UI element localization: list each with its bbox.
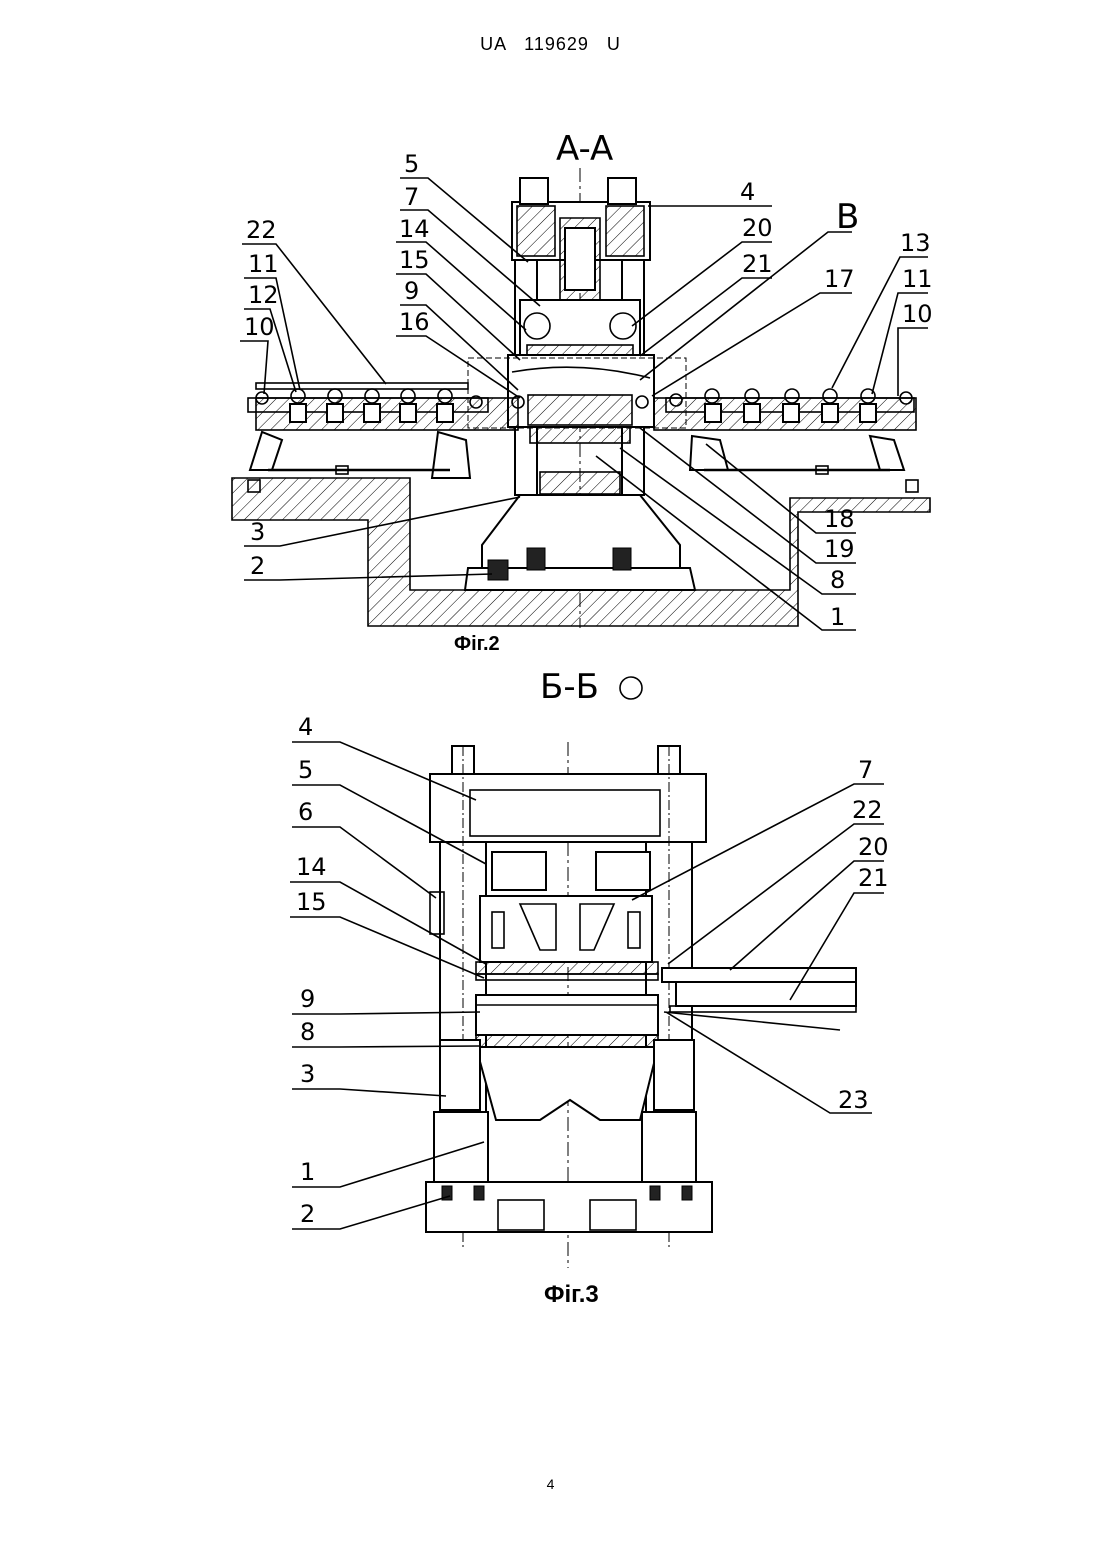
fig2-callout: 17 <box>824 265 855 293</box>
fig2-callout: 7 <box>404 183 419 211</box>
figure-3-drawing <box>426 742 856 1268</box>
fig2-callout: 20 <box>742 214 773 242</box>
fig3-base-right <box>642 1112 696 1182</box>
fig2-callout: 22 <box>246 216 277 244</box>
fig3-callout: 20 <box>858 833 889 861</box>
fig3-foundation-frame <box>426 1182 712 1232</box>
fig3-callout: 21 <box>858 864 889 892</box>
fig3-callout: 15 <box>296 888 327 916</box>
fig2-callout: 16 <box>399 308 430 336</box>
fig3-callout: 23 <box>838 1086 869 1114</box>
fig3-left-callouts: 4 5 6 14 15 9 8 3 1 2 <box>296 713 327 1228</box>
fig3-callout: 3 <box>300 1060 315 1088</box>
fig2-callout: 9 <box>404 277 419 305</box>
fig3-view-marker <box>620 677 642 699</box>
fig2-section-label: A-A <box>556 129 613 169</box>
fig2-callout: 18 <box>824 505 855 533</box>
fig3-callout: 8 <box>300 1018 315 1046</box>
fig3-section-label: Б-Б <box>540 667 599 707</box>
fig3-callout: 4 <box>298 713 313 741</box>
page-number: 4 <box>0 1476 1101 1492</box>
fig2-callout: 14 <box>399 215 430 243</box>
fig2-callout: 2 <box>250 552 265 580</box>
fig3-callout: 7 <box>858 756 873 784</box>
press-base <box>482 495 680 568</box>
fig2-callout: 10 <box>244 313 275 341</box>
fig2-callout: 12 <box>248 281 279 309</box>
fig3-caption: Фіг.3 <box>544 1281 599 1308</box>
fig2-callout: 21 <box>742 250 773 278</box>
fig3-side-conveyor <box>662 968 856 982</box>
fig3-callout: 14 <box>296 853 327 881</box>
right-rollers <box>670 389 912 422</box>
fig3-callout: 22 <box>852 796 883 824</box>
fig3-callout: 9 <box>300 985 315 1013</box>
left-rollers <box>256 389 482 422</box>
fig3-upper-crosshead <box>430 774 706 842</box>
fig2-view-label: B <box>836 197 859 237</box>
fig2-caption: Фіг.2 <box>454 633 500 655</box>
fig3-callout: 1 <box>300 1158 315 1186</box>
fig3-slide <box>480 896 652 962</box>
fig2-callout: 15 <box>399 246 430 274</box>
fig2-callout: 11 <box>248 250 279 278</box>
fig2-callout: 8 <box>830 566 845 594</box>
fig2-callout: 4 <box>740 178 755 206</box>
fig2-callout: 11 <box>902 265 933 293</box>
fig2-callout: 5 <box>404 150 419 178</box>
fig2-callout: 13 <box>900 229 931 257</box>
fig2-callout: 1 <box>830 603 845 631</box>
fig2-callout: 10 <box>902 300 933 328</box>
fig2-callout: 3 <box>250 518 265 546</box>
fig2-callout: 19 <box>824 535 855 563</box>
fig3-right-callouts: 7 22 20 21 23 <box>838 756 889 1114</box>
fig3-callout: 5 <box>298 756 313 784</box>
fig3-callout: 6 <box>298 798 313 826</box>
fig3-base-left <box>434 1112 488 1182</box>
fig3-callout: 2 <box>300 1200 315 1228</box>
fig3-bolster <box>476 1047 658 1120</box>
